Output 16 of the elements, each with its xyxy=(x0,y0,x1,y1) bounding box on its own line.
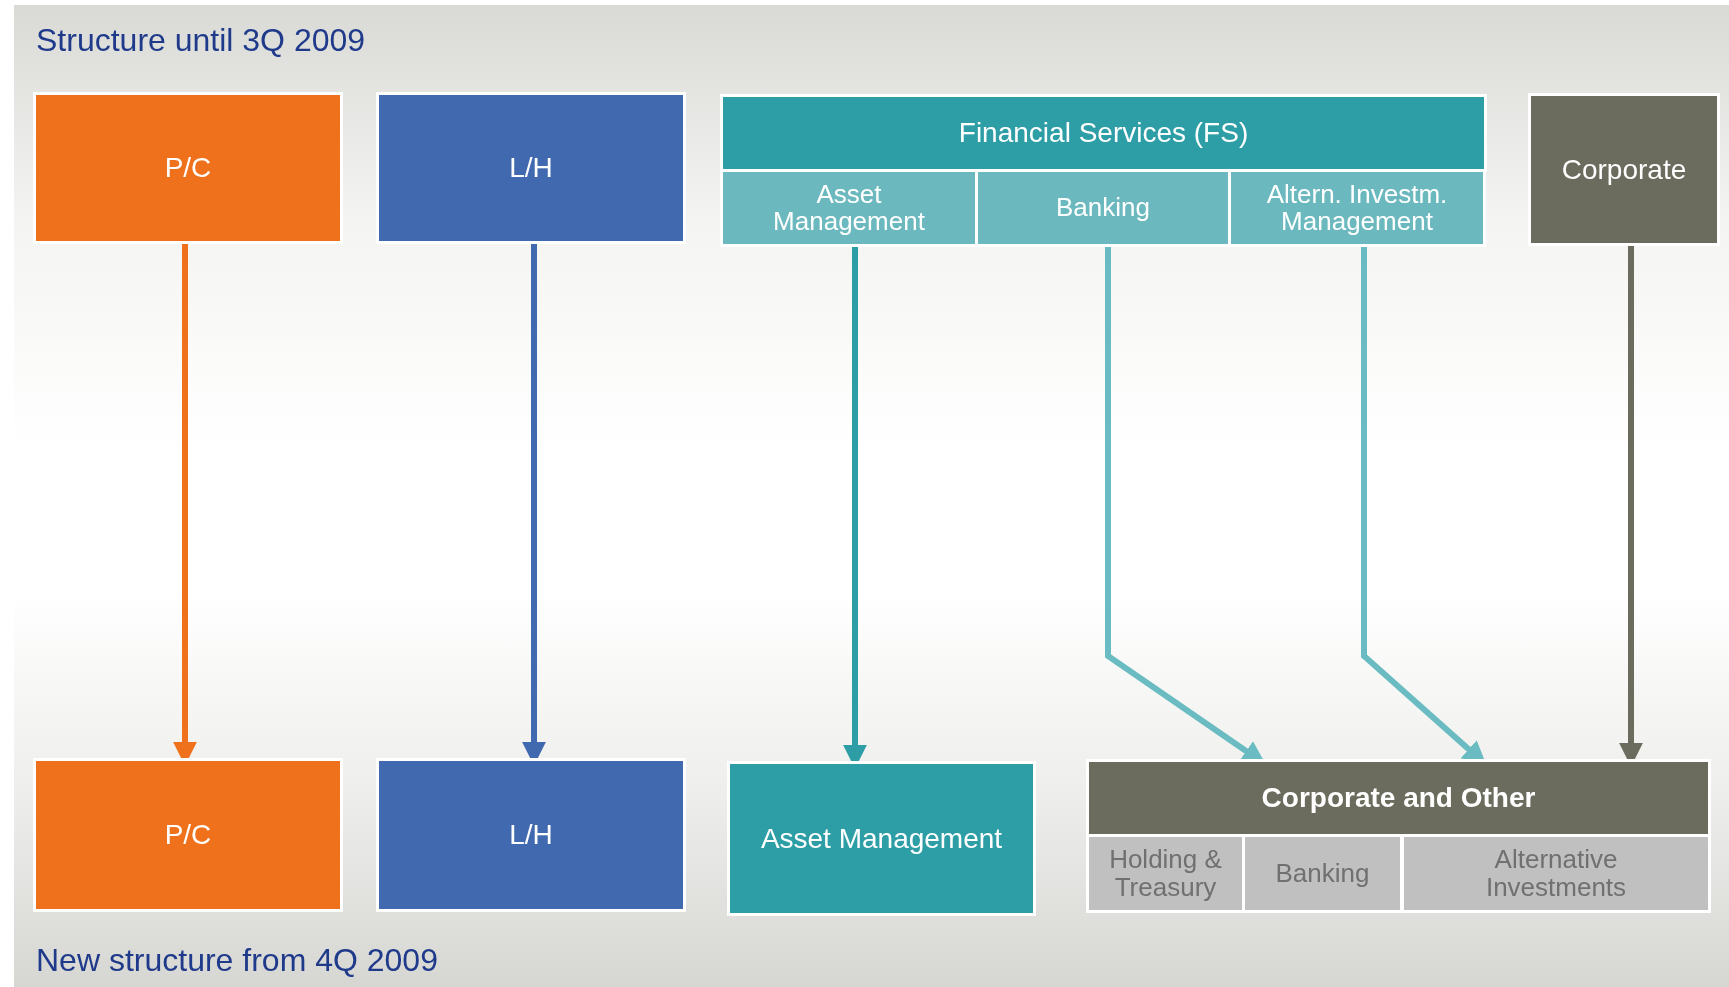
org-unit-box: Financial Services (FS) xyxy=(723,97,1484,169)
section-heading: Structure until 3Q 2009 xyxy=(36,21,366,60)
org-unit-box: Corporate xyxy=(1531,96,1717,243)
org-unit-box: L/H xyxy=(379,761,683,909)
org-unit-box: Altern. Investm. Management xyxy=(1231,172,1483,244)
org-unit-box: L/H xyxy=(379,95,683,241)
org-unit-box: P/C xyxy=(36,95,340,241)
org-unit-box: Alternative Investments xyxy=(1404,837,1708,910)
section-heading: New structure from 4Q 2009 xyxy=(36,941,438,980)
org-unit-box: Asset Management xyxy=(730,764,1033,913)
org-unit-box: Banking xyxy=(1245,837,1400,910)
org-unit-box: Corporate and Other xyxy=(1089,762,1708,834)
org-unit-box: Holding & Treasury xyxy=(1089,837,1242,910)
org-unit-box: Asset Management xyxy=(723,172,975,244)
org-unit-box: Banking xyxy=(978,172,1228,244)
org-unit-box: P/C xyxy=(36,761,340,909)
